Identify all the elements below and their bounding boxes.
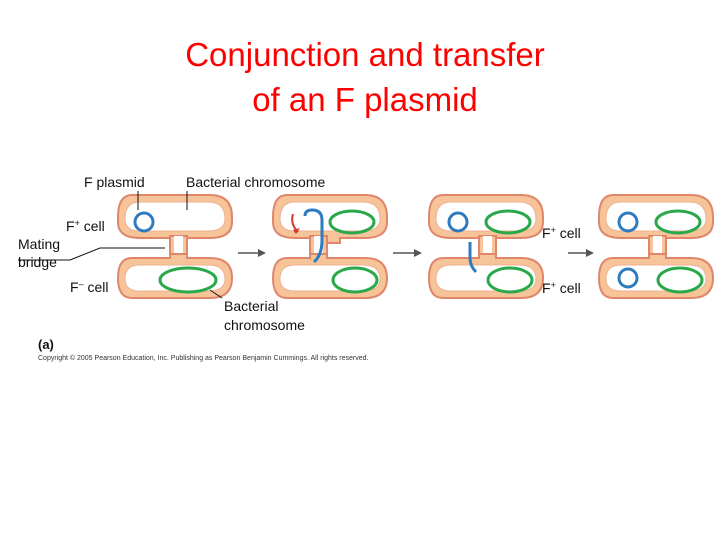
diagram-title: Conjunction and transfer of an F plasmid bbox=[0, 32, 720, 122]
f-plus-cell-right-bottom-main: F bbox=[542, 280, 551, 296]
f-plasmid-label: F plasmid bbox=[84, 174, 145, 190]
stage-arrow-1 bbox=[238, 249, 266, 257]
f-plus-cell-right-bottom-label: F+ cell bbox=[542, 277, 581, 296]
transferring-plasmid-strand bbox=[303, 208, 324, 264]
f-plasmid-circle bbox=[133, 211, 155, 233]
stage-3-cells bbox=[427, 194, 545, 299]
stage-2-cells bbox=[271, 194, 389, 299]
bacterial-chromosome-bottom-label-line2: chromosome bbox=[224, 317, 305, 333]
panel-label: (a) bbox=[38, 337, 54, 352]
f-plus-cell-left-rest: cell bbox=[79, 218, 105, 234]
f-plus-cell-right-bottom-rest: cell bbox=[555, 280, 581, 296]
f-minus-cell-label: F– cell bbox=[70, 276, 108, 295]
bacterial-chromosome-top-label: Bacterial chromosome bbox=[186, 174, 326, 190]
title-line-2: of an F plasmid bbox=[252, 81, 478, 118]
f-plus-cell-right-top-sup: + bbox=[550, 225, 556, 235]
f-plus-cell-left-main: F bbox=[66, 218, 75, 234]
title-line-1: Conjunction and transfer bbox=[185, 36, 545, 73]
f-plus-cell-right-top-rest: cell bbox=[555, 225, 581, 241]
f-minus-cell-sup: – bbox=[78, 279, 84, 289]
mating-bridge-label-line1: Mating bbox=[18, 236, 61, 252]
stage-arrow-2 bbox=[393, 249, 422, 257]
bacterial-chromosome-bottom-label-line1: Bacterial bbox=[224, 298, 279, 314]
mating-bridge-label-line2: bridge bbox=[18, 254, 57, 270]
f-plus-cell-right-top-label: F+ cell bbox=[542, 222, 581, 241]
f-minus-cell-rest: cell bbox=[83, 279, 109, 295]
bacterial-chromosome-bottom-leader bbox=[209, 289, 223, 299]
f-minus-cell-main: F bbox=[70, 279, 79, 295]
stage-arrow-3 bbox=[568, 249, 594, 257]
leader-lines bbox=[18, 191, 223, 299]
f-plus-cell-left-label: F+ cell bbox=[66, 215, 105, 234]
f-plus-cell-left-sup: + bbox=[74, 218, 80, 228]
chromosome-bottom bbox=[158, 266, 218, 294]
stage-1-cells bbox=[116, 194, 234, 299]
f-plus-cell-right-bottom-sup: + bbox=[550, 280, 556, 290]
stage-4-cells bbox=[597, 194, 715, 299]
f-plus-cell-right-top-main: F bbox=[542, 225, 551, 241]
copyright-text: Copyright © 2005 Pearson Education, Inc.… bbox=[38, 355, 369, 362]
mating-bridge-leader bbox=[69, 247, 165, 261]
